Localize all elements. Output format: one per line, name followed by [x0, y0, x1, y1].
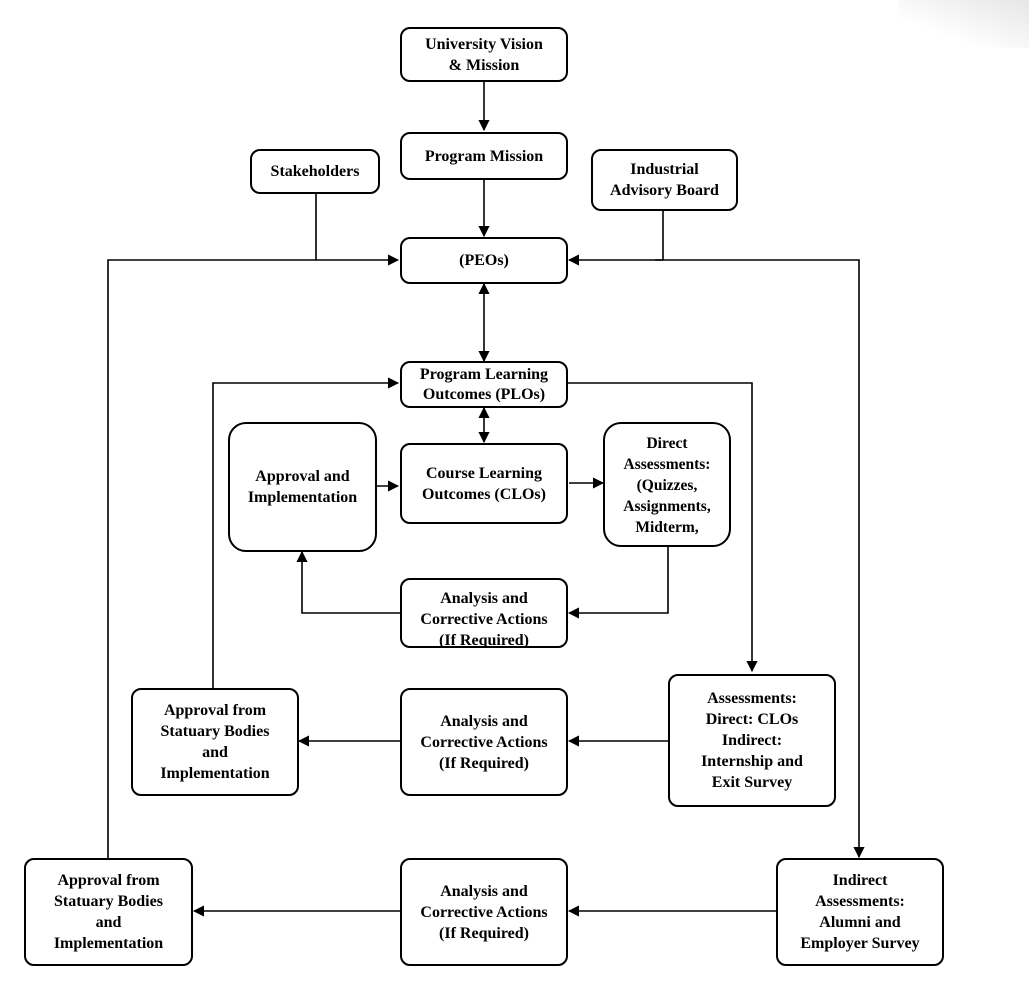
stakeholders-box: Stakeholders — [250, 149, 380, 194]
plos-box: Program Learning Outcomes (PLOs) — [400, 361, 568, 408]
arrow-peos-to-indirect — [655, 259, 865, 859]
arrow-analysis1-to-approval — [296, 550, 400, 614]
approval-implementation-box: Approval and Implementation — [228, 422, 377, 552]
arrow-plos-to-assessments — [567, 382, 758, 673]
indirect-assessments-box: Indirect Assessments: Alumni and Employe… — [776, 858, 944, 966]
analysis-corrective-box-3: Analysis and Corrective Actions (If Requ… — [400, 858, 568, 966]
corner-shade — [899, 0, 1029, 48]
arrow-approval2-to-plos — [212, 377, 400, 688]
program-mission-box: Program Mission — [400, 132, 568, 180]
industrial-advisory-board-box: Industrial Advisory Board — [591, 149, 738, 211]
analysis-corrective-box-2: Analysis and Corrective Actions (If Requ… — [400, 688, 568, 796]
arrow-industrial-to-peos — [567, 211, 664, 266]
approval-statuary-box-2: Approval from Statuary Bodies and Implem… — [131, 688, 299, 796]
clos-box: Course Learning Outcomes (CLOs) — [400, 443, 568, 524]
arrow-direct-to-analysis1 — [567, 547, 669, 619]
university-vision-box: University Vision & Mission — [400, 27, 568, 82]
arrow-stakeholders-to-peos — [315, 194, 400, 266]
arrow-approval3-to-peos — [107, 259, 316, 858]
analysis-corrective-box-1: Analysis and Corrective Actions (If Requ… — [400, 578, 568, 648]
approval-statuary-box-3: Approval from Statuary Bodies and Implem… — [24, 858, 193, 966]
peos-box: (PEOs) — [400, 237, 568, 284]
direct-assessments-box: Direct Assessments: (Quizzes, Assignment… — [603, 422, 731, 547]
assessments-direct-indirect-box: Assessments: Direct: CLOs Indirect: Inte… — [668, 674, 836, 807]
